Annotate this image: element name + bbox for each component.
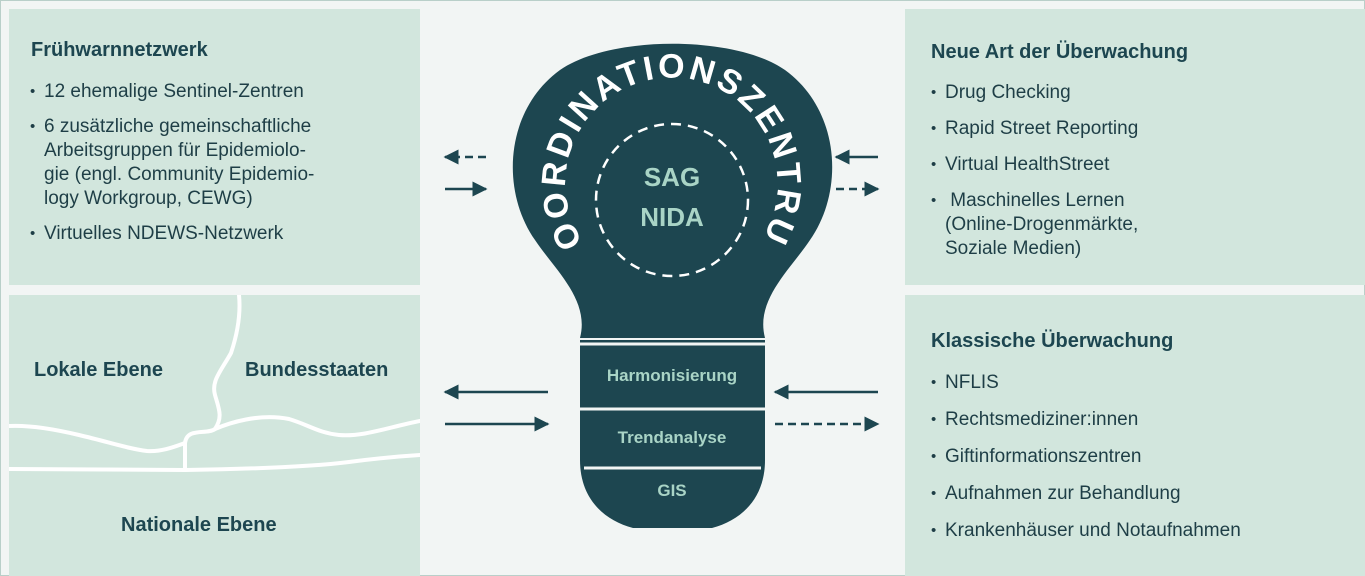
list-item-line: Virtual HealthStreet	[945, 154, 1110, 175]
nida-label: NIDA	[640, 202, 704, 232]
sag-label: SAG	[644, 162, 700, 192]
list-item-line: Rapid Street Reporting	[945, 118, 1139, 139]
early-warning-panel: Frühwarnnetzwerk 12 ehemalige Sentinel-Z…	[9, 9, 420, 285]
list-item: 6 zusätzliche gemeinschaftliche Arbeitsg…	[30, 115, 410, 211]
list-item-line: (Online-Drogenmärkte,	[945, 214, 1139, 235]
bulb-base	[580, 340, 765, 528]
list-item-line: logy Workgroup, CEWG)	[44, 188, 253, 209]
map-boundaries	[9, 295, 420, 473]
list-item: Krankenhäuser und Notaufnahmen	[931, 519, 1351, 543]
local-level-label: Lokale Ebene	[34, 359, 163, 381]
list-item: Aufnahmen zur Behandlung	[931, 482, 1351, 506]
list-item: Virtuelles NDEWS-Netzwerk	[30, 222, 410, 246]
trend-analysis-label: Trendanalyse	[618, 428, 727, 447]
classic-surveillance-panel: Klassische Überwachung NFLIS Rechtsmediz…	[905, 295, 1365, 576]
list-item: Maschinelles Lernen (Online-Drogenmärkte…	[931, 189, 1351, 261]
new-surveillance-panel: Neue Art der Überwachung Drug Checking R…	[905, 9, 1365, 285]
early-warning-list: 12 ehemalige Sentinel-Zentren 6 zusätzli…	[30, 80, 410, 257]
list-item-line: 12 ehemalige Sentinel-Zentren	[44, 81, 304, 102]
list-item-line: gie (engl. Community Epidemio-	[44, 164, 315, 185]
list-item: Giftinformationszentren	[931, 445, 1351, 469]
national-level-label: Nationale Ebene	[121, 514, 277, 536]
states-level-label: Bundesstaaten	[245, 359, 389, 381]
new-surveillance-title: Neue Art der Überwachung	[931, 41, 1189, 63]
list-item-line: Drug Checking	[945, 82, 1071, 103]
classic-surveillance-title: Klassische Überwachung	[931, 330, 1174, 352]
early-warning-title: Frühwarnnetzwerk	[31, 39, 208, 61]
list-item: Drug Checking	[931, 81, 1351, 105]
bulb-glass	[512, 43, 833, 338]
harmonization-label: Harmonisierung	[607, 366, 737, 385]
list-item: NFLIS	[931, 371, 1351, 395]
list-item-line: Soziale Medien)	[945, 238, 1082, 259]
list-item-line: 6 zusätzliche gemeinschaftliche	[44, 116, 312, 137]
list-item: Rechtsmediziner:innen	[931, 408, 1351, 432]
list-item: Virtual HealthStreet	[931, 153, 1351, 177]
levels-map-panel: Lokale Ebene Bundesstaaten Nationale Ebe…	[9, 295, 420, 576]
gis-label: GIS	[657, 481, 686, 500]
new-surveillance-list: Drug Checking Rapid Street Reporting Vir…	[931, 81, 1351, 273]
classic-surveillance-list: NFLIS Rechtsmediziner:innen Giftinformat…	[931, 371, 1351, 556]
list-item: 12 ehemalige Sentinel-Zentren	[30, 80, 410, 104]
inner-dashed-circle	[594, 122, 750, 278]
list-item-line: Virtuelles NDEWS-Netzwerk	[44, 223, 284, 244]
list-item: Rapid Street Reporting	[931, 117, 1351, 141]
list-item-line: Maschinelles Lernen	[945, 190, 1125, 211]
list-item-line: Arbeitsgruppen für Epidemiolo-	[44, 140, 306, 161]
